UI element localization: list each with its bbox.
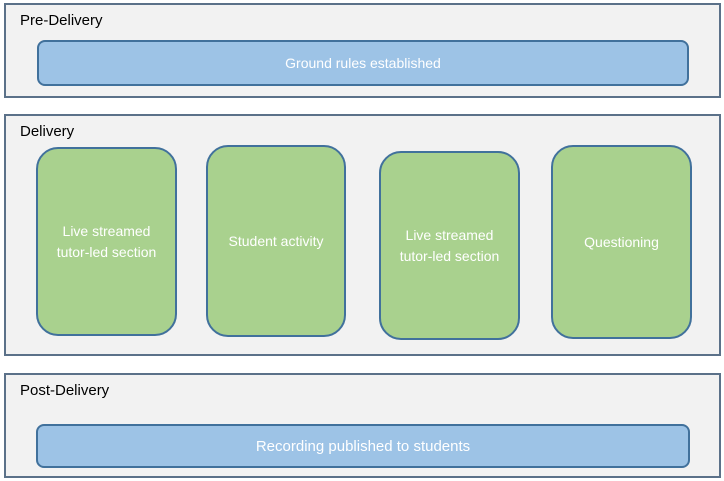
post-delivery-title: Post-Delivery [20, 382, 110, 399]
post-delivery-phase: Post-Delivery Recording published to stu… [4, 373, 721, 478]
pre-delivery-phase: Pre-Delivery Ground rules established [4, 3, 721, 98]
live-stream-section-box-2: Live streamed tutor-led section [379, 151, 520, 340]
ground-rules-box: Ground rules established [37, 40, 689, 86]
delivery-phase: Delivery Live streamed tutor-led section… [4, 114, 721, 356]
pre-delivery-title: Pre-Delivery [20, 12, 103, 29]
recording-published-box: Recording published to students [36, 424, 690, 468]
delivery-title: Delivery [20, 123, 75, 140]
questioning-box: Questioning [551, 145, 692, 339]
live-stream-section-box-1: Live streamed tutor-led section [36, 147, 177, 336]
student-activity-box: Student activity [206, 145, 346, 337]
